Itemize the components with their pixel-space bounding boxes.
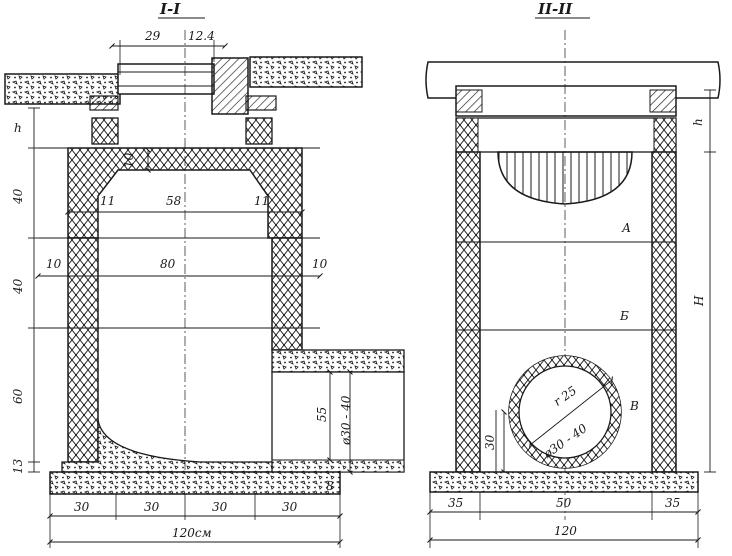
zone-b: Б — [619, 309, 629, 323]
dim-wall-right: 10 — [312, 257, 328, 271]
dim-60: 60 — [11, 388, 25, 404]
dim-top-b: 12.4 — [188, 29, 215, 43]
wall-left-ii — [455, 151, 481, 473]
dim-ii-bottom-3: 35 — [665, 496, 680, 510]
dim-bevel-mid: 58 — [166, 194, 182, 208]
wall-right-ii — [651, 151, 677, 473]
dim-inner: 80 — [160, 257, 176, 271]
cover-frame — [117, 63, 215, 95]
section-ii-title: II-II — [537, 0, 573, 18]
section-i-i: I-I — [4, 0, 405, 548]
dim-13: 13 — [11, 458, 25, 474]
dim-h: h — [14, 121, 22, 135]
dim-40-a: 40 — [11, 188, 25, 205]
dim-h-ii: h — [691, 118, 705, 126]
base-slab-ii — [429, 471, 699, 493]
road-slab-right — [249, 56, 363, 88]
dim-pipe-diameter: ø30 - 40 — [339, 395, 353, 446]
section-ii-ii: II-II А Б В r 25 ø30 - 40 30 — [425, 0, 721, 548]
dim-overall-i: 120см — [172, 526, 212, 540]
outlet-pipe — [271, 349, 405, 373]
dim-H: H — [692, 295, 706, 307]
dim-bottom-3: 30 — [212, 500, 228, 514]
right-wall-upper — [271, 237, 303, 351]
zone-a: А — [621, 221, 631, 235]
base-slab — [49, 471, 341, 495]
dim-bottom-1: 30 — [74, 500, 90, 514]
section-i-title: I-I — [159, 0, 181, 18]
dim-bevel-left: 11 — [100, 194, 115, 208]
dim-opening: 10 — [122, 152, 136, 168]
dim-wall-left: 10 — [46, 257, 62, 271]
dim-bevel-right: 11 — [254, 194, 269, 208]
dim-ii-bottom-1: 35 — [448, 496, 463, 510]
dim-pipe-base: 30 — [483, 434, 497, 450]
zone-c: В — [629, 399, 639, 413]
dim-overall-ii: 120 — [554, 524, 577, 538]
frame-hatch — [211, 57, 249, 115]
dim-pipe-height: 55 — [315, 407, 329, 422]
dim-ii-bottom-2: 50 — [556, 496, 572, 510]
left-wall — [67, 237, 99, 463]
dim-40-b: 40 — [11, 278, 25, 295]
dim-top-a: 29 — [144, 29, 161, 43]
dim-bottom-4: 30 — [282, 500, 298, 514]
dim-slab: 8 — [326, 479, 334, 493]
dim-bottom-2: 30 — [144, 500, 160, 514]
